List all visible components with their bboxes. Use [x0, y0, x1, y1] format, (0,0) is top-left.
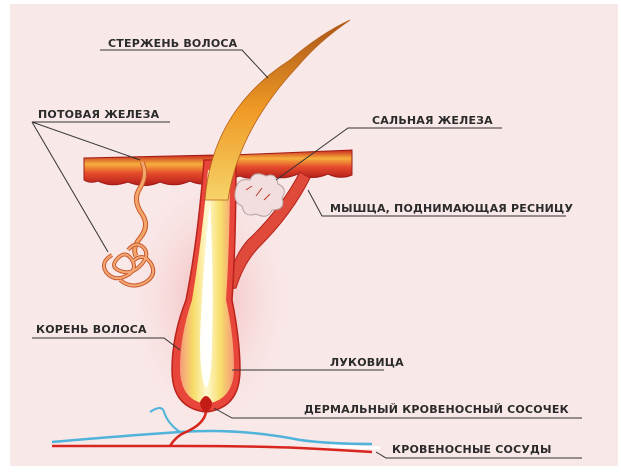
blood-vessel-red: [52, 446, 372, 452]
label-sweat-gland: ПОТОВАЯ ЖЕЛЕЗА: [38, 109, 159, 121]
leader-sweat-a: [32, 122, 108, 252]
leader-sweat-b: [32, 122, 140, 160]
label-sebaceous-gland: САЛЬНАЯ ЖЕЛЕЗА: [372, 115, 493, 127]
skin-layer-left: [84, 155, 215, 186]
skin-layer-right: [232, 150, 352, 178]
label-bulb: ЛУКОВИЦА: [330, 357, 404, 369]
blood-vessel-white: [330, 446, 380, 448]
label-dermal-papilla: ДЕРМАЛЬНЫЙ КРОВЕНОСНЫЙ СОСОЧЕК: [304, 404, 569, 416]
label-hair-root: КОРЕНЬ ВОЛОСА: [36, 324, 147, 336]
label-arrector-muscle: МЫШЦА, ПОДНИМАЮЩАЯ РЕСНИЦУ: [330, 203, 573, 215]
label-blood-vessels: КРОВЕНОСНЫЕ СОСУДЫ: [392, 444, 552, 456]
leader-shaft: [100, 50, 268, 78]
label-hair-shaft: СТЕРЖЕНЬ ВОЛОСА: [108, 38, 237, 50]
